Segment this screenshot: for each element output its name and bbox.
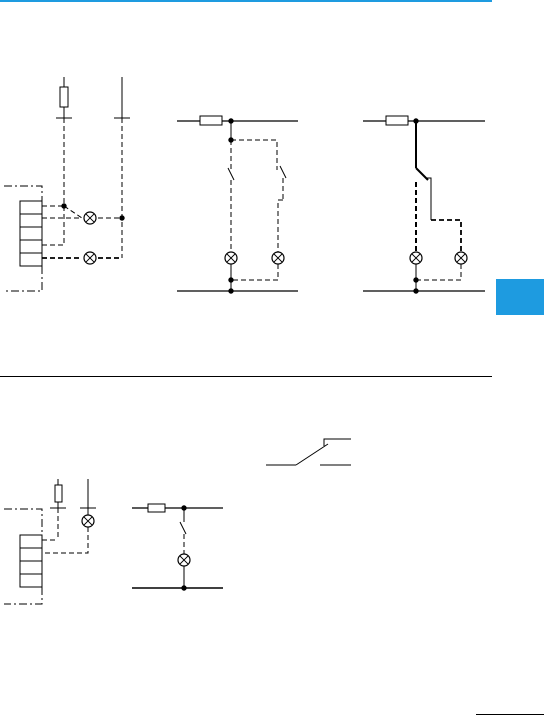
lamp-icon: [178, 554, 190, 566]
lamp-icon: [272, 252, 284, 264]
fuse-icon: [386, 116, 408, 125]
fuse-icon: [200, 116, 222, 125]
diagram-lower-left: [4, 479, 96, 604]
lamp-icon: [82, 515, 94, 527]
diagram-lower-middle: [132, 504, 223, 590]
lamp-icon: [225, 252, 237, 264]
diagram-upper-left: [4, 77, 130, 291]
lamp-icon: [84, 252, 96, 264]
diagram-switch-symbol: [266, 439, 351, 465]
fuse-icon: [55, 485, 62, 502]
fuse-icon: [60, 87, 68, 107]
fuse-icon: [148, 504, 165, 512]
lamp-icon: [455, 252, 467, 264]
lamp-icon: [410, 252, 422, 264]
diagram-upper-right: [363, 116, 485, 293]
diagram-upper-middle: [177, 116, 298, 293]
terminal-block: [20, 201, 42, 266]
lamp-icon: [84, 212, 96, 224]
